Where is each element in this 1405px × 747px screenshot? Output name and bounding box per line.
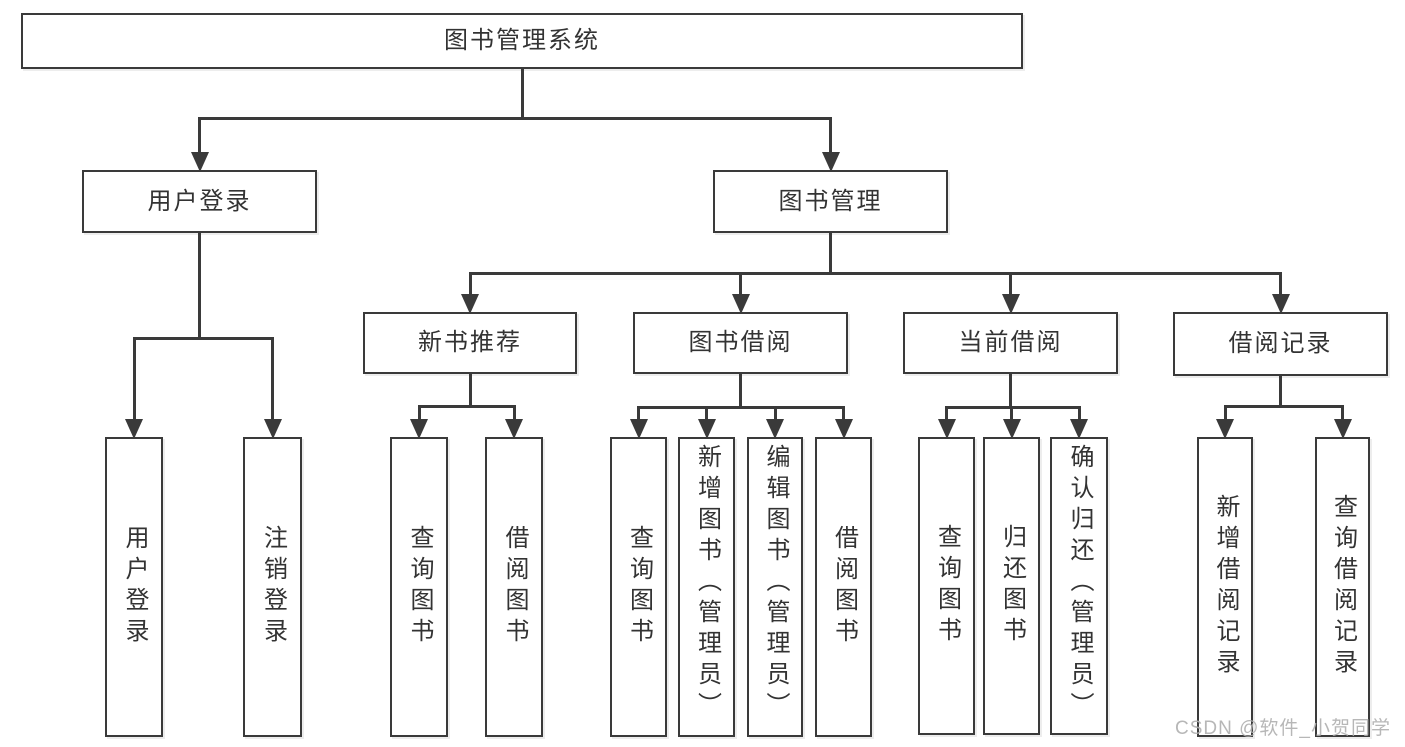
node-new-book-rec: 新书推荐 (363, 312, 577, 374)
connector-stem (520, 69, 524, 120)
node-leaf-user-login: 用户登录 (105, 437, 163, 737)
arrowhead-down-icon (1001, 294, 1020, 314)
connector-rail (468, 272, 1282, 275)
connector-stem (1009, 374, 1012, 409)
node-leaf-query-book-3: 查询图书 (918, 437, 975, 735)
csdn-watermark: CSDN @软件_小贺同学 (1175, 718, 1391, 739)
arrowhead-down-icon (697, 419, 716, 439)
connector-stem (271, 337, 274, 423)
connector-stem (468, 272, 472, 298)
arrowhead-down-icon (1333, 419, 1352, 439)
arrowhead-down-icon (1216, 419, 1234, 439)
connector-stem (773, 406, 777, 423)
connector-stem (739, 374, 742, 409)
node-leaf-query-record: 查询借阅记录 (1315, 437, 1370, 737)
arrowhead-down-icon (263, 419, 282, 439)
node-leaf-add-book: 新增图书（管理员） (678, 437, 735, 737)
arrowhead-down-icon (1070, 419, 1088, 439)
node-leaf-borrow-book-1: 借阅图书 (485, 437, 543, 737)
connector-stem (705, 406, 708, 423)
connector-rail (132, 337, 274, 340)
connector-stem (637, 406, 640, 423)
connector-stem (1279, 376, 1282, 408)
arrowhead-down-icon (937, 419, 956, 439)
arrowhead-down-icon (125, 419, 143, 439)
node-leaf-add-record: 新增借阅记录 (1197, 437, 1253, 737)
node-leaf-edit-book: 编辑图书（管理员） (747, 437, 803, 737)
connector-stem (1223, 405, 1227, 423)
connector-stem (829, 117, 832, 156)
node-borrow-record: 借阅记录 (1173, 312, 1388, 376)
connector-stem (829, 233, 832, 275)
connector-stem (512, 405, 516, 423)
arrowhead-down-icon (505, 419, 523, 439)
arrowhead-down-icon (629, 419, 648, 439)
connector-rail (1223, 405, 1344, 408)
node-leaf-query-book-1: 查询图书 (390, 437, 448, 737)
node-root: 图书管理系统 (21, 13, 1023, 69)
arrowhead-down-icon (821, 152, 840, 172)
connector-rail (417, 405, 516, 408)
connector-stem (1077, 406, 1081, 423)
arrowhead-down-icon (1002, 419, 1021, 439)
node-book-mgmt: 图书管理 (713, 170, 948, 233)
connector-stem (198, 233, 201, 340)
arrowhead-down-icon (1271, 294, 1290, 314)
connector-stem (198, 117, 201, 156)
node-user-login: 用户登录 (82, 170, 317, 233)
connector-rail (637, 406, 845, 409)
arrowhead-down-icon (461, 294, 479, 314)
arrowhead-down-icon (834, 419, 853, 439)
connector-stem (1341, 405, 1344, 423)
node-leaf-confirm-return: 确认归还（管理员） (1050, 437, 1108, 735)
connector-rail (198, 117, 832, 120)
connector-stem (1009, 272, 1012, 298)
node-leaf-query-book-2: 查询图书 (610, 437, 667, 737)
connector-stem (739, 272, 742, 298)
arrowhead-down-icon (410, 419, 428, 439)
node-current-borrow: 当前借阅 (903, 312, 1118, 374)
node-book-borrow: 图书借阅 (633, 312, 848, 374)
connector-stem (417, 405, 421, 423)
connector-stem (132, 337, 136, 423)
arrowhead-down-icon (766, 419, 784, 439)
connector-stem (842, 406, 845, 423)
connector-stem (1279, 272, 1282, 298)
node-leaf-logout: 注销登录 (243, 437, 302, 737)
connector-stem (945, 406, 948, 423)
connector-stem (468, 374, 472, 408)
arrowhead-down-icon (731, 294, 750, 314)
node-leaf-return-book: 归还图书 (983, 437, 1040, 735)
arrowhead-down-icon (190, 152, 209, 172)
node-leaf-borrow-book-2: 借阅图书 (815, 437, 872, 737)
connector-stem (1010, 406, 1013, 423)
